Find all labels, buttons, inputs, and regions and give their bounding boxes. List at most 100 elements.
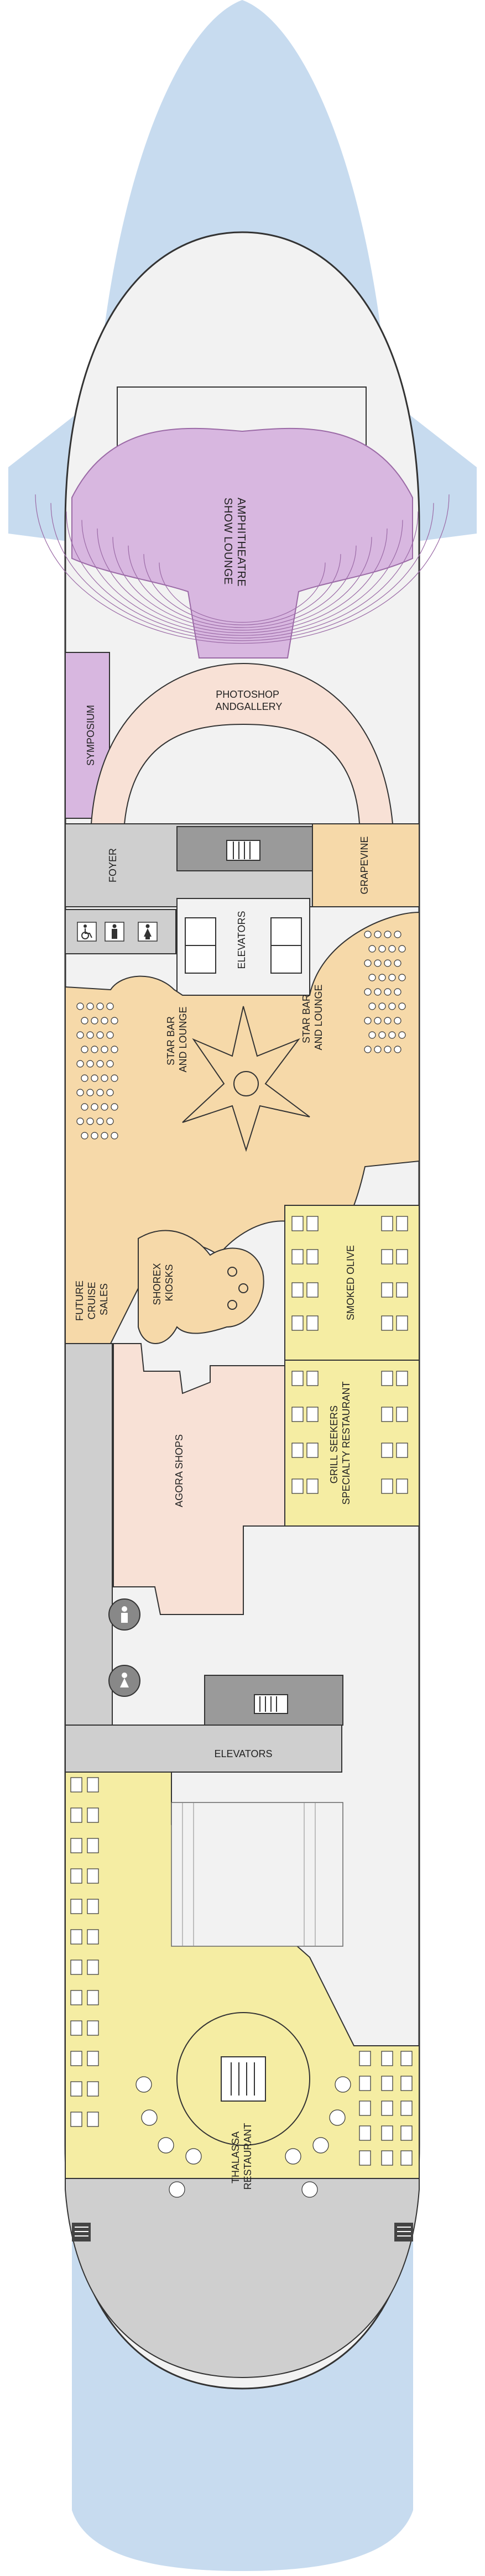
round-table — [169, 2181, 185, 2198]
restaurant-table — [400, 2100, 413, 2116]
lounge-seating-left — [76, 1002, 118, 1140]
lounge-seat — [111, 1074, 118, 1082]
grill-seekers-tables — [291, 1371, 408, 1494]
aft-elevators[interactable]: ELEVATORS — [65, 1675, 343, 1773]
lounge-seat — [81, 1074, 88, 1082]
lounge-seat — [111, 1046, 118, 1053]
restaurant-table — [87, 1899, 99, 1914]
restaurant-table — [306, 1443, 319, 1458]
restaurant-table — [400, 2125, 413, 2141]
forward-stairs[interactable] — [176, 826, 313, 871]
lounge-seat — [388, 945, 396, 953]
lounge-seat — [86, 1117, 94, 1125]
restaurant-table — [381, 2051, 393, 2066]
thalassa-restaurant[interactable]: THALASSA RESTAURANT — [65, 1772, 420, 2198]
restaurant-table — [381, 1216, 393, 1231]
restaurant-table — [70, 1960, 82, 1975]
restaurant-table — [381, 2100, 393, 2116]
restaurant-table — [396, 1443, 408, 1458]
lounge-seat — [394, 959, 401, 967]
restaurant-table — [359, 2100, 371, 2116]
lounge-seat — [111, 1132, 118, 1140]
restaurant-table — [381, 2076, 393, 2091]
lounge-seat — [76, 1089, 84, 1096]
lounge-seat — [374, 1046, 382, 1053]
lounge-seat — [111, 1017, 118, 1025]
restaurant-table — [396, 1371, 408, 1386]
smoked-olive-restaurant[interactable]: SMOKED OLIVE — [284, 1205, 420, 1361]
theatre-seat-row — [50, 503, 434, 641]
theatre-seat-row — [159, 562, 326, 623]
lounge-seat — [91, 1132, 98, 1140]
lounge-seat — [86, 1031, 94, 1039]
restaurant-table — [87, 2081, 99, 2097]
restaurant-table — [306, 1478, 319, 1494]
theatre-seat-row — [128, 545, 357, 628]
restaurant-table — [400, 2150, 413, 2166]
lounge-seat — [368, 945, 376, 953]
future-cruise-sales[interactable]: FUTURE CRUISE SALES — [74, 1278, 109, 1321]
lounge-seat — [364, 931, 372, 938]
shorex-kiosks[interactable]: SHOREX KIOSKS — [138, 1230, 264, 1344]
lounge-seat — [101, 1046, 108, 1053]
restroom-icon — [108, 1598, 140, 1631]
grapevine-bar[interactable]: GRAPEVINE — [312, 823, 420, 907]
lounge-seat — [374, 959, 382, 967]
agora-shops[interactable]: AGORA SHOPS — [113, 1343, 285, 1615]
round-table — [158, 2137, 174, 2154]
lounge-seat — [81, 1103, 88, 1111]
restaurant-table — [381, 1478, 393, 1494]
stairs-icon — [231, 2062, 255, 2096]
amphitheatre-label: AMPHITHEATRE SHOW LOUNGE — [222, 498, 247, 590]
lounge-seat — [398, 945, 406, 953]
future-cruise-label: FUTURE CRUISE SALES — [74, 1278, 109, 1321]
forward-elevators[interactable]: ELEVATORS — [176, 898, 310, 996]
thalassa-label: THALASSA RESTAURANT — [230, 2123, 253, 2190]
restaurant-table — [87, 2020, 99, 2036]
foyer-label: FOYER — [107, 848, 118, 882]
restaurant-table — [291, 1216, 304, 1231]
galley-area — [171, 1802, 343, 1947]
lounge-seat — [374, 931, 382, 938]
aft-stairs-right — [394, 2223, 413, 2241]
lounge-seat — [388, 974, 396, 981]
lounge-seat — [86, 1089, 94, 1096]
lounge-seat — [398, 974, 406, 981]
restaurant-table — [87, 2051, 99, 2066]
lounge-seat — [96, 1089, 104, 1096]
thalassa-tables — [70, 1777, 413, 2198]
theatre-seat-row — [112, 537, 372, 631]
lounge-seat — [91, 1017, 98, 1025]
theatre-seat-row — [66, 511, 419, 639]
lounge-seat — [96, 1060, 104, 1068]
restaurant-table — [381, 1315, 393, 1331]
restaurant-table — [359, 2076, 371, 2091]
womens-restroom-icon — [138, 922, 158, 942]
lounge-seat — [378, 945, 386, 953]
restaurant-table — [70, 1868, 82, 1884]
restaurant-table — [381, 1249, 393, 1265]
round-table — [301, 2181, 318, 2198]
grill-seekers-restaurant[interactable]: GRILL SEEKERS SPECIALTY RESTAURANT — [284, 1360, 420, 1527]
grill-seekers-label: GRILL SEEKERS SPECIALTY RESTAURANT — [328, 1381, 352, 1504]
restaurant-table — [87, 1929, 99, 1945]
round-table — [329, 2109, 346, 2126]
restaurant-table — [70, 2051, 82, 2066]
restaurant-table — [70, 1899, 82, 1914]
lounge-seat — [384, 959, 392, 967]
lounge-seat — [101, 1103, 108, 1111]
restaurant-table — [70, 2081, 82, 2097]
restaurant-table — [400, 2076, 413, 2091]
lounge-seat — [384, 1046, 392, 1053]
lounge-seat — [86, 1002, 94, 1010]
restaurant-table — [381, 2150, 393, 2166]
restaurant-table — [396, 1216, 408, 1231]
photoshop-and-gallery[interactable]: PHOTOSHOP ANDGALLERY — [90, 662, 394, 824]
amphitheatre-show-lounge[interactable]: AMPHITHEATRE SHOW LOUNGE — [35, 386, 450, 659]
round-table — [285, 2148, 301, 2165]
restaurant-table — [291, 1478, 304, 1494]
stairs-icon — [233, 842, 251, 859]
lounge-seating-right — [364, 931, 406, 1053]
lounge-seat — [394, 931, 401, 938]
restaurant-table — [291, 1315, 304, 1331]
